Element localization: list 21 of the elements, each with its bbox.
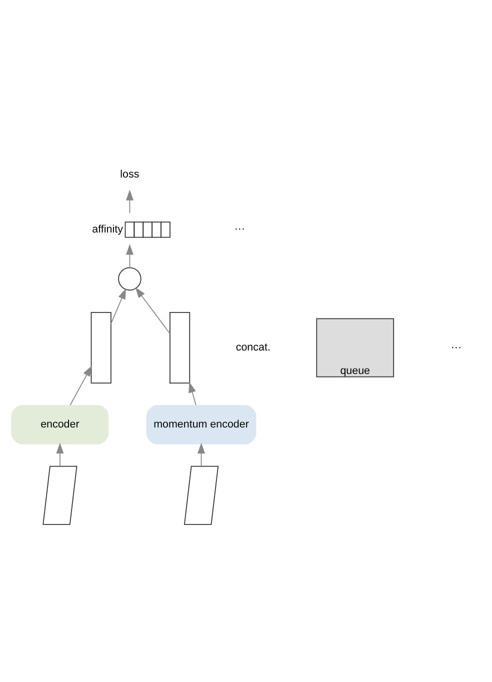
label: concat.: [236, 341, 270, 354]
arrow: [110, 288, 126, 324]
arrow: [198, 442, 206, 466]
arrow: [126, 244, 134, 268]
node-box: [42, 465, 78, 524]
node-box: encoder: [11, 404, 109, 444]
node-box: momentum encoder: [146, 404, 256, 444]
arrow: [70, 365, 92, 406]
arrow: [126, 189, 134, 214]
node-label: affinity: [92, 222, 123, 235]
label: ···: [234, 222, 246, 235]
arrow: [56, 442, 64, 466]
label: ···: [450, 341, 462, 354]
node-box: [184, 465, 219, 524]
node-text: loss: [120, 168, 140, 180]
arrow: [135, 286, 170, 334]
node-circle: [118, 266, 142, 290]
node-bar: [90, 311, 112, 384]
arrow: [188, 381, 196, 406]
node-bar: [170, 311, 190, 384]
node-box: queue: [316, 318, 394, 377]
